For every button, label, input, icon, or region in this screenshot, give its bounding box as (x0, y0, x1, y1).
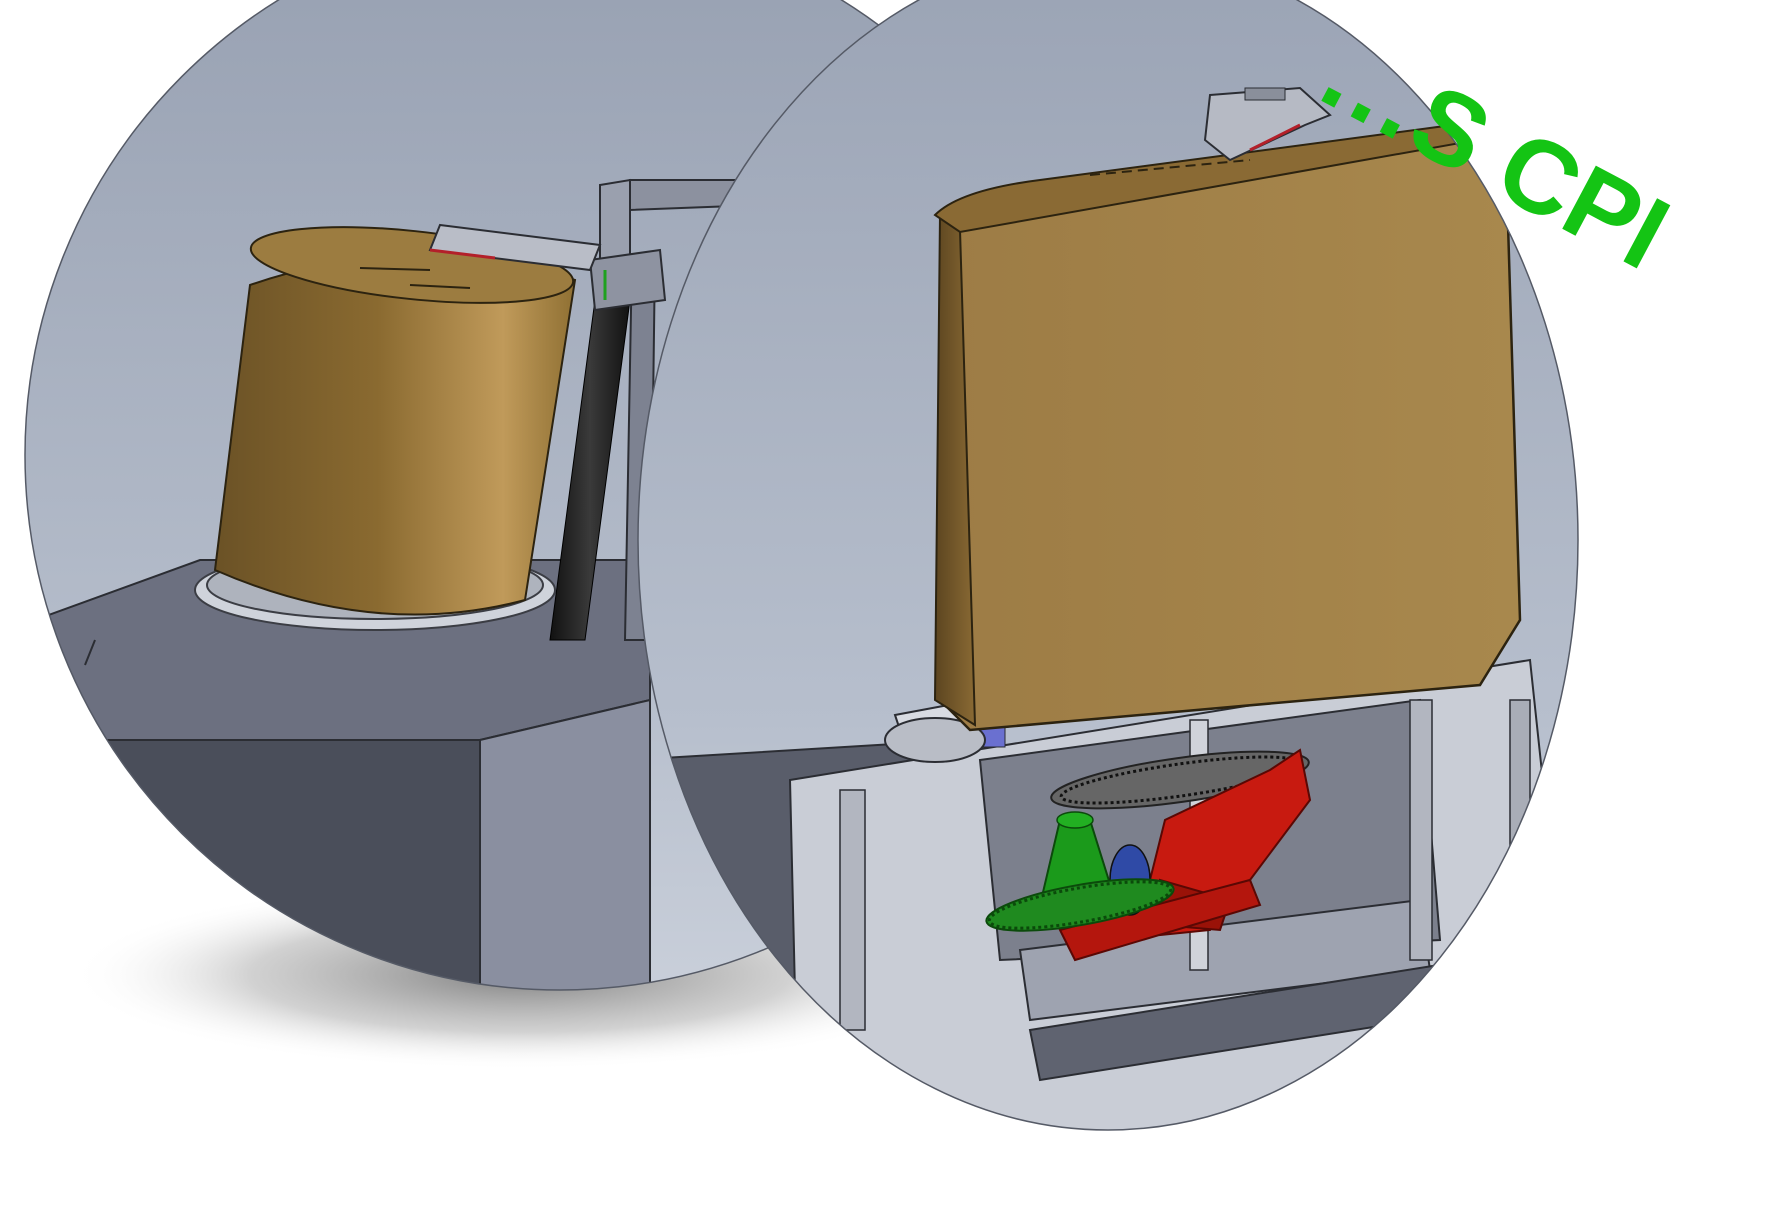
cad-illustration: …S CPI (24, 0, 1687, 1131)
cutaway-view (638, 0, 1578, 1130)
slide-canvas: …S CPI (24, 0, 1687, 1131)
